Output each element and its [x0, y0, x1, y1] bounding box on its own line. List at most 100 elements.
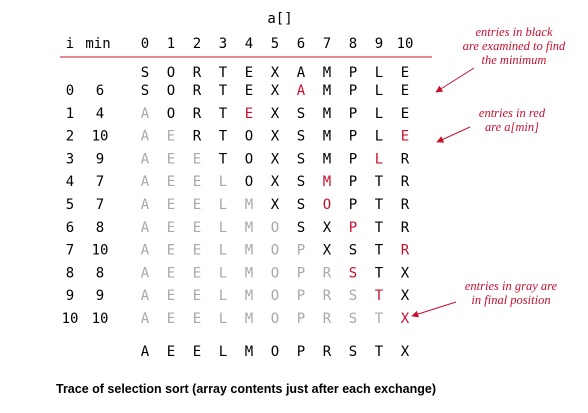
cell-gray: E — [193, 311, 201, 327]
cell-black: X — [271, 83, 280, 99]
annotation-gray-arrow — [411, 301, 457, 318]
cell-gray: P — [297, 311, 305, 327]
cell-gray: E — [167, 265, 175, 281]
cell-black: R — [401, 151, 410, 167]
cell-gray: E — [193, 174, 201, 190]
cell-black: S — [297, 151, 305, 167]
cell-gray: O — [271, 265, 279, 281]
row-i-value: 5 — [66, 197, 74, 213]
cell-red: E — [401, 129, 409, 145]
cell-gray: A — [141, 243, 150, 259]
row-i-value: 1 — [66, 106, 74, 122]
cell-red: S — [349, 265, 357, 281]
row-i-value: 7 — [66, 243, 74, 259]
column-header-min: min — [85, 36, 110, 52]
cell-gray: E — [167, 151, 175, 167]
final-cell: S — [349, 344, 357, 360]
cell-black: E — [245, 83, 253, 99]
cell-gray: A — [141, 129, 150, 145]
annotation-black-arrow — [435, 67, 475, 93]
cell-gray: L — [219, 197, 227, 213]
final-cell: O — [271, 344, 279, 360]
cell-red: P — [349, 220, 357, 236]
cell-black: R — [193, 106, 202, 122]
initial-cell: T — [219, 65, 228, 81]
initial-cell: A — [297, 65, 306, 81]
cell-gray: E — [193, 151, 201, 167]
index-header: 10 — [397, 36, 414, 52]
cell-black: S — [297, 106, 305, 122]
cell-black: X — [271, 151, 280, 167]
row-i-value: 4 — [66, 174, 74, 190]
cell-gray: P — [297, 288, 305, 304]
row-i-value: 9 — [66, 288, 74, 304]
cell-gray: L — [219, 174, 227, 190]
initial-cell: L — [375, 65, 383, 81]
cell-black: T — [375, 174, 384, 190]
annotation-gray: entries in gray are in final position — [411, 279, 558, 318]
row-i-value: 0 — [66, 83, 74, 99]
cell-black: P — [349, 129, 357, 145]
cell-gray: O — [271, 288, 279, 304]
cell-gray: A — [141, 106, 150, 122]
cell-gray: E — [167, 243, 175, 259]
cell-gray: S — [349, 311, 357, 327]
cell-gray: E — [167, 174, 175, 190]
row-i-value: 3 — [66, 151, 74, 167]
cell-gray: E — [193, 265, 201, 281]
cell-gray: L — [219, 243, 227, 259]
final-cell: A — [141, 344, 150, 360]
initial-cell: O — [167, 65, 175, 81]
annotation-black-line3: the minimum — [482, 53, 547, 67]
column-header-i: i — [66, 36, 74, 52]
cell-black: O — [245, 174, 253, 190]
annotation-gray-line2: in final position — [471, 293, 550, 307]
index-header: 3 — [219, 36, 227, 52]
cell-black: X — [271, 174, 280, 190]
cell-gray: E — [167, 129, 175, 145]
cell-red: O — [323, 197, 331, 213]
cell-gray: M — [245, 265, 253, 281]
cell-black: R — [193, 83, 202, 99]
cell-black: T — [219, 83, 228, 99]
cell-black: E — [401, 106, 409, 122]
cell-black: L — [375, 106, 383, 122]
cell-black: P — [349, 174, 357, 190]
annotation-black: entries in black are examined to find th… — [435, 25, 566, 93]
cell-black: T — [375, 197, 384, 213]
cell-gray: M — [245, 197, 253, 213]
cell-gray: R — [323, 311, 332, 327]
cell-gray: O — [271, 243, 279, 259]
cell-black: M — [323, 129, 331, 145]
initial-cell: S — [141, 65, 149, 81]
cell-black: R — [401, 174, 410, 190]
cell-gray: O — [271, 311, 279, 327]
cell-gray: A — [141, 265, 150, 281]
cell-gray: A — [141, 151, 150, 167]
cell-black: T — [375, 265, 384, 281]
cell-black: S — [141, 83, 149, 99]
final-cell: E — [193, 344, 201, 360]
initial-cell: E — [401, 65, 409, 81]
cell-gray: M — [245, 220, 253, 236]
row-i-value: 6 — [66, 220, 74, 236]
row-min-value: 8 — [96, 220, 104, 236]
cell-gray: A — [141, 197, 150, 213]
cell-gray: L — [219, 311, 227, 327]
cell-black: X — [323, 243, 332, 259]
index-header: 4 — [245, 36, 253, 52]
cell-red: X — [401, 311, 410, 327]
initial-cell: P — [349, 65, 357, 81]
